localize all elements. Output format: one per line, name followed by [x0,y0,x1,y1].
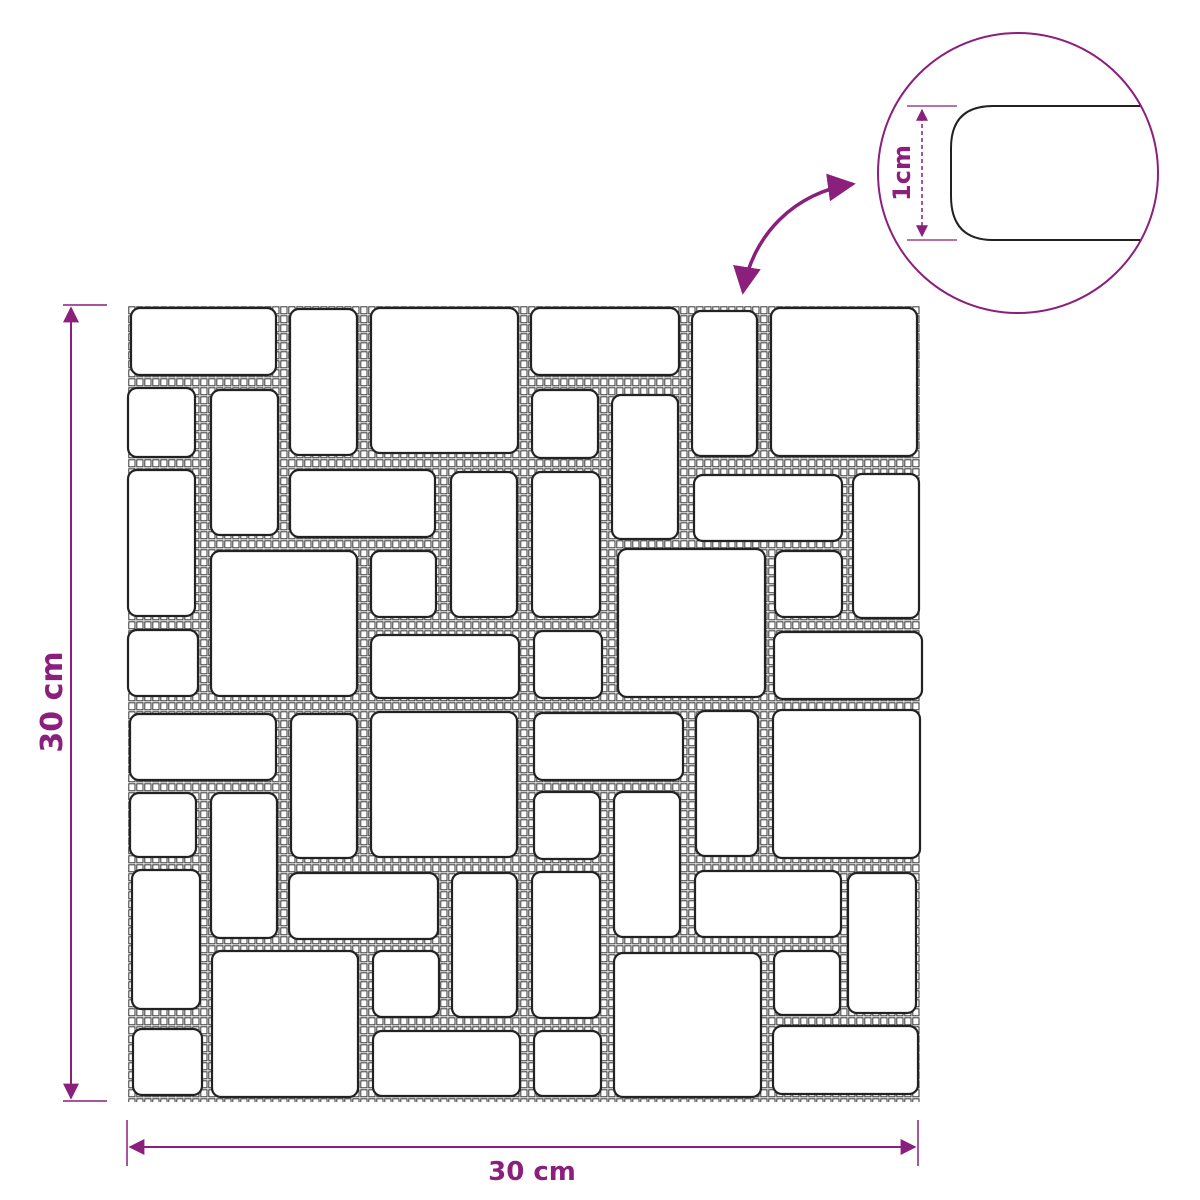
mosaic-tile [530,470,602,619]
mosaic-tile [130,868,202,1011]
mosaic-tile [769,306,919,458]
mosaic-tile [612,951,763,1099]
mosaic-tile [126,468,197,618]
mosaic-tile [126,628,200,698]
mosaic-tile [532,790,602,861]
mosaic-tile [772,630,924,701]
mosaic-tile [369,549,438,619]
curved-arrow-icon [733,173,856,295]
mosaic-tile [612,790,682,939]
mosaic-tiles [126,306,924,1099]
mosaic-tile [530,388,600,460]
mosaic-tile [532,1029,603,1098]
mosaic-tile [209,388,280,537]
mosaic-tile [529,306,681,377]
mosaic-tile [209,549,359,698]
detail-circle [877,32,1159,314]
mosaic-tile [692,473,844,543]
thickness-detail: 1cm [877,32,1159,314]
mosaic-tile [450,871,519,1019]
mosaic-tile [771,1024,920,1096]
mosaic-tile [369,633,521,700]
mosaic-tile [128,712,278,782]
tile-edge-profile [950,105,1140,241]
mosaic-tile [530,870,602,1020]
mosaic-tile [694,709,760,858]
mosaic-tile [209,791,279,940]
thickness-label: 1cm [888,145,916,201]
mosaic-tile [851,472,921,620]
mosaic-tile [369,710,519,859]
mosaic-tile [532,711,685,782]
mosaic-tile [128,791,198,859]
mosaic-tile [449,470,519,619]
height-dimension: 30 cm [35,304,107,1102]
mosaic-tile [131,1027,204,1097]
mosaic-tile [369,306,520,455]
mosaic-tile [129,306,278,377]
mosaic-tile [287,871,440,941]
mosaic-tile [210,949,360,1099]
mosaic-tile [371,1029,522,1098]
mosaic-tile [126,386,197,459]
mosaic-tile [288,468,437,539]
height-label: 30 cm [35,651,70,752]
width-label: 30 cm [488,1157,576,1187]
mosaic-tile [371,949,441,1019]
mosaic-tile [772,949,842,1017]
mosaic-tile [532,629,604,700]
mosaic-tile [846,871,918,1015]
mosaic-tile [690,309,759,458]
mosaic-tile [771,708,922,860]
mosaic-tile [693,869,843,939]
mosaic-tile [288,307,359,457]
mosaic-tile [610,393,680,541]
mosaic-tile [616,547,767,699]
mosaic-tile [289,712,359,860]
mosaic-tile [773,549,844,619]
width-dimension: 30 cm [126,1120,919,1187]
